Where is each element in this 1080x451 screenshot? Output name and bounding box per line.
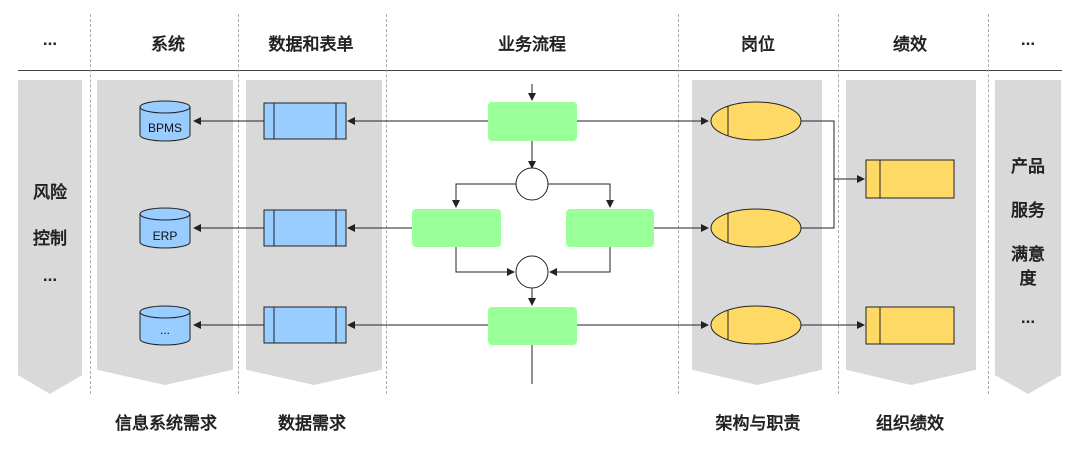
footer-data-requirements: 数据需求 — [278, 414, 346, 433]
footer-info-system-requirements: 信息系统需求 — [115, 414, 217, 433]
column-separator — [90, 14, 91, 394]
database-icon — [139, 207, 191, 249]
satisfaction-label: 满意 — [1011, 245, 1045, 264]
product-service-panel — [995, 80, 1061, 394]
database-label-bpms: BPMS — [148, 121, 182, 135]
data-form-3 — [263, 306, 347, 344]
database-label-ellipsis: ... — [160, 323, 170, 337]
header-business-process: 业务流程 — [498, 35, 566, 54]
database-icon — [139, 100, 191, 142]
performance-box-2 — [865, 306, 955, 345]
control-label: 控制 — [33, 229, 67, 248]
header-data-forms: 数据和表单 — [268, 35, 354, 54]
footer-structure-duties: 架构与职责 — [715, 414, 801, 433]
right-ellipsis-label: ... — [1020, 308, 1036, 327]
column-separator — [838, 14, 839, 394]
performance-box-1 — [865, 159, 955, 199]
header-position: 岗位 — [741, 35, 775, 54]
header-left-ellipsis: ... — [42, 30, 58, 49]
satisfaction-label-2: 度 — [1019, 269, 1037, 288]
product-label: 产品 — [1011, 157, 1045, 176]
risk-label: 风险 — [33, 183, 67, 202]
service-label: 服务 — [1011, 201, 1045, 220]
left-ellipsis-label: ... — [42, 266, 58, 285]
header-right-ellipsis: ... — [1020, 30, 1036, 49]
database-label-erp: ERP — [153, 229, 178, 243]
data-form-2 — [263, 209, 347, 247]
column-separator — [988, 14, 989, 394]
process-box-end — [488, 307, 577, 345]
risk-control-panel — [18, 80, 82, 394]
process-box-left — [412, 209, 501, 247]
header-divider — [18, 70, 1062, 71]
column-separator — [678, 14, 679, 394]
position-ellipse-3 — [710, 305, 802, 345]
process-box-start — [488, 102, 577, 141]
database-icon — [139, 305, 191, 346]
split-gateway — [515, 167, 549, 201]
process-box-right — [566, 209, 654, 247]
data-form-1 — [263, 102, 347, 140]
footer-org-performance: 组织绩效 — [876, 414, 944, 433]
merge-gateway — [515, 255, 549, 289]
column-separator — [386, 14, 387, 394]
column-separator — [238, 14, 239, 394]
header-system: 系统 — [151, 35, 185, 54]
position-ellipse-2 — [710, 208, 802, 248]
header-performance: 绩效 — [893, 35, 927, 54]
position-ellipse-1 — [710, 101, 802, 141]
